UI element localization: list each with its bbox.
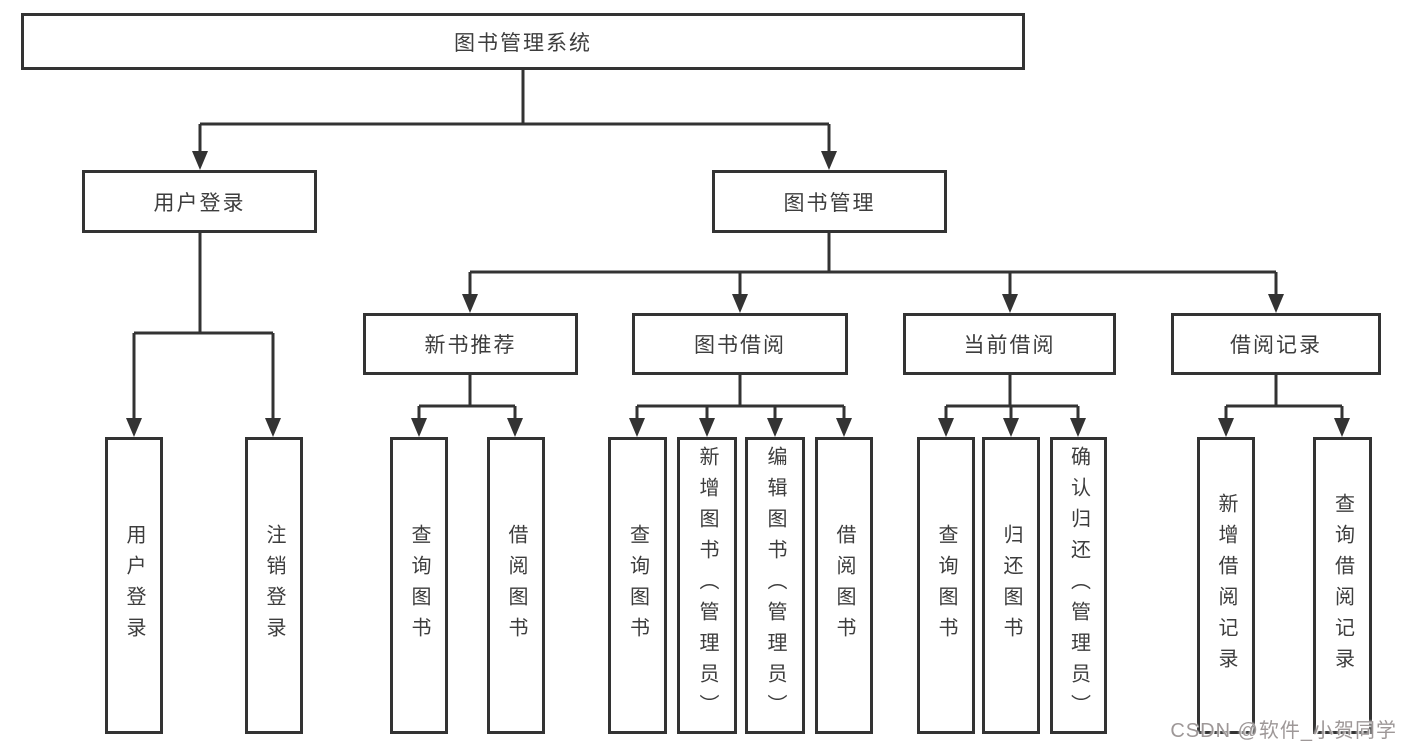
node-user-login: 用户登录 [82,170,317,233]
node-user-login-label: 用户登录 [153,191,246,215]
csdn-watermark: CSDN @软件_小贺同学 [1170,720,1397,742]
arrowhead [1070,418,1086,437]
node-current-borrow-label: 当前借阅 [963,334,1056,357]
leaf-newbook-query-books: 查询图书 [390,437,448,734]
leaf-borrow-query-books-label: 查询图书 [626,523,649,648]
arrowhead [836,418,852,437]
node-new-book-recommend: 新书推荐 [363,313,578,375]
leaf-records-query-record: 查询借阅记录 [1313,437,1372,734]
arrowhead [192,151,208,170]
connector-book-borrow-children [629,375,852,437]
arrowhead [732,294,748,313]
leaf-current-return-books-label: 归还图书 [1000,523,1022,648]
arrowhead [411,418,427,437]
connector-current-borrow-children [938,375,1086,437]
arrowhead [821,151,837,170]
node-book-management-label: 图书管理 [783,191,876,215]
leaf-records-add-record-label: 新增借阅记录 [1215,492,1237,679]
leaf-records-add-record: 新增借阅记录 [1197,437,1255,734]
connector-new-book-rec-children [411,375,523,437]
leaf-borrow-borrow-books-label: 借阅图书 [833,523,855,648]
arrowhead [1003,418,1019,437]
arrowhead [126,418,142,437]
leaf-logout-label: 注销登录 [263,523,285,648]
leaf-newbook-query-books-label: 查询图书 [408,523,430,648]
leaf-current-confirm-return-admin-label: 确认归还（管理员） [1067,446,1090,725]
leaf-borrow-edit-books-admin: 编辑图书（管理员） [745,437,805,734]
node-book-borrow-label: 图书借阅 [694,334,786,357]
arrowhead [629,418,645,437]
leaf-borrow-query-books: 查询图书 [608,437,667,734]
node-book-management: 图书管理 [712,170,947,233]
connector-borrow-records-children [1218,375,1350,437]
leaf-user-login-label: 用户登录 [123,523,145,648]
connector-user-login-children [126,233,281,437]
node-current-borrow: 当前借阅 [903,313,1116,375]
leaf-newbook-borrow-books: 借阅图书 [487,437,545,734]
leaf-current-query-books: 查询图书 [917,437,975,734]
node-root-label: 图书管理系统 [454,31,592,55]
leaf-current-return-books: 归还图书 [982,437,1040,734]
arrowhead [265,418,281,437]
connector-book-mgmt-to-level3 [462,233,1284,313]
leaf-current-confirm-return-admin: 确认归还（管理员） [1050,437,1107,734]
arrowhead [1334,418,1350,437]
connector-root-to-level2 [192,70,837,170]
leaf-logout: 注销登录 [245,437,303,734]
leaf-borrow-borrow-books: 借阅图书 [815,437,873,734]
leaf-current-query-books-label: 查询图书 [935,523,957,648]
node-borrow-records: 借阅记录 [1171,313,1381,375]
arrowhead [699,418,715,437]
leaf-user-login: 用户登录 [105,437,163,734]
arrowhead [938,418,954,437]
leaf-borrow-add-books-admin: 新增图书（管理员） [677,437,737,734]
leaf-borrow-edit-books-admin-label: 编辑图书（管理员） [764,446,786,725]
arrowhead [767,418,783,437]
leaf-newbook-borrow-books-label: 借阅图书 [505,523,527,648]
arrowhead [507,418,523,437]
node-new-book-recommend-label: 新书推荐 [424,334,517,357]
node-root: 图书管理系统 [21,13,1025,70]
arrowhead [1002,294,1018,313]
arrowhead [462,294,478,313]
arrowhead [1218,418,1234,437]
arrowhead [1268,294,1284,313]
leaf-records-query-record-label: 查询借阅记录 [1331,492,1354,679]
node-borrow-records-label: 借阅记录 [1230,334,1322,357]
leaf-borrow-add-books-admin-label: 新增图书（管理员） [696,446,718,725]
node-book-borrow: 图书借阅 [632,313,848,375]
